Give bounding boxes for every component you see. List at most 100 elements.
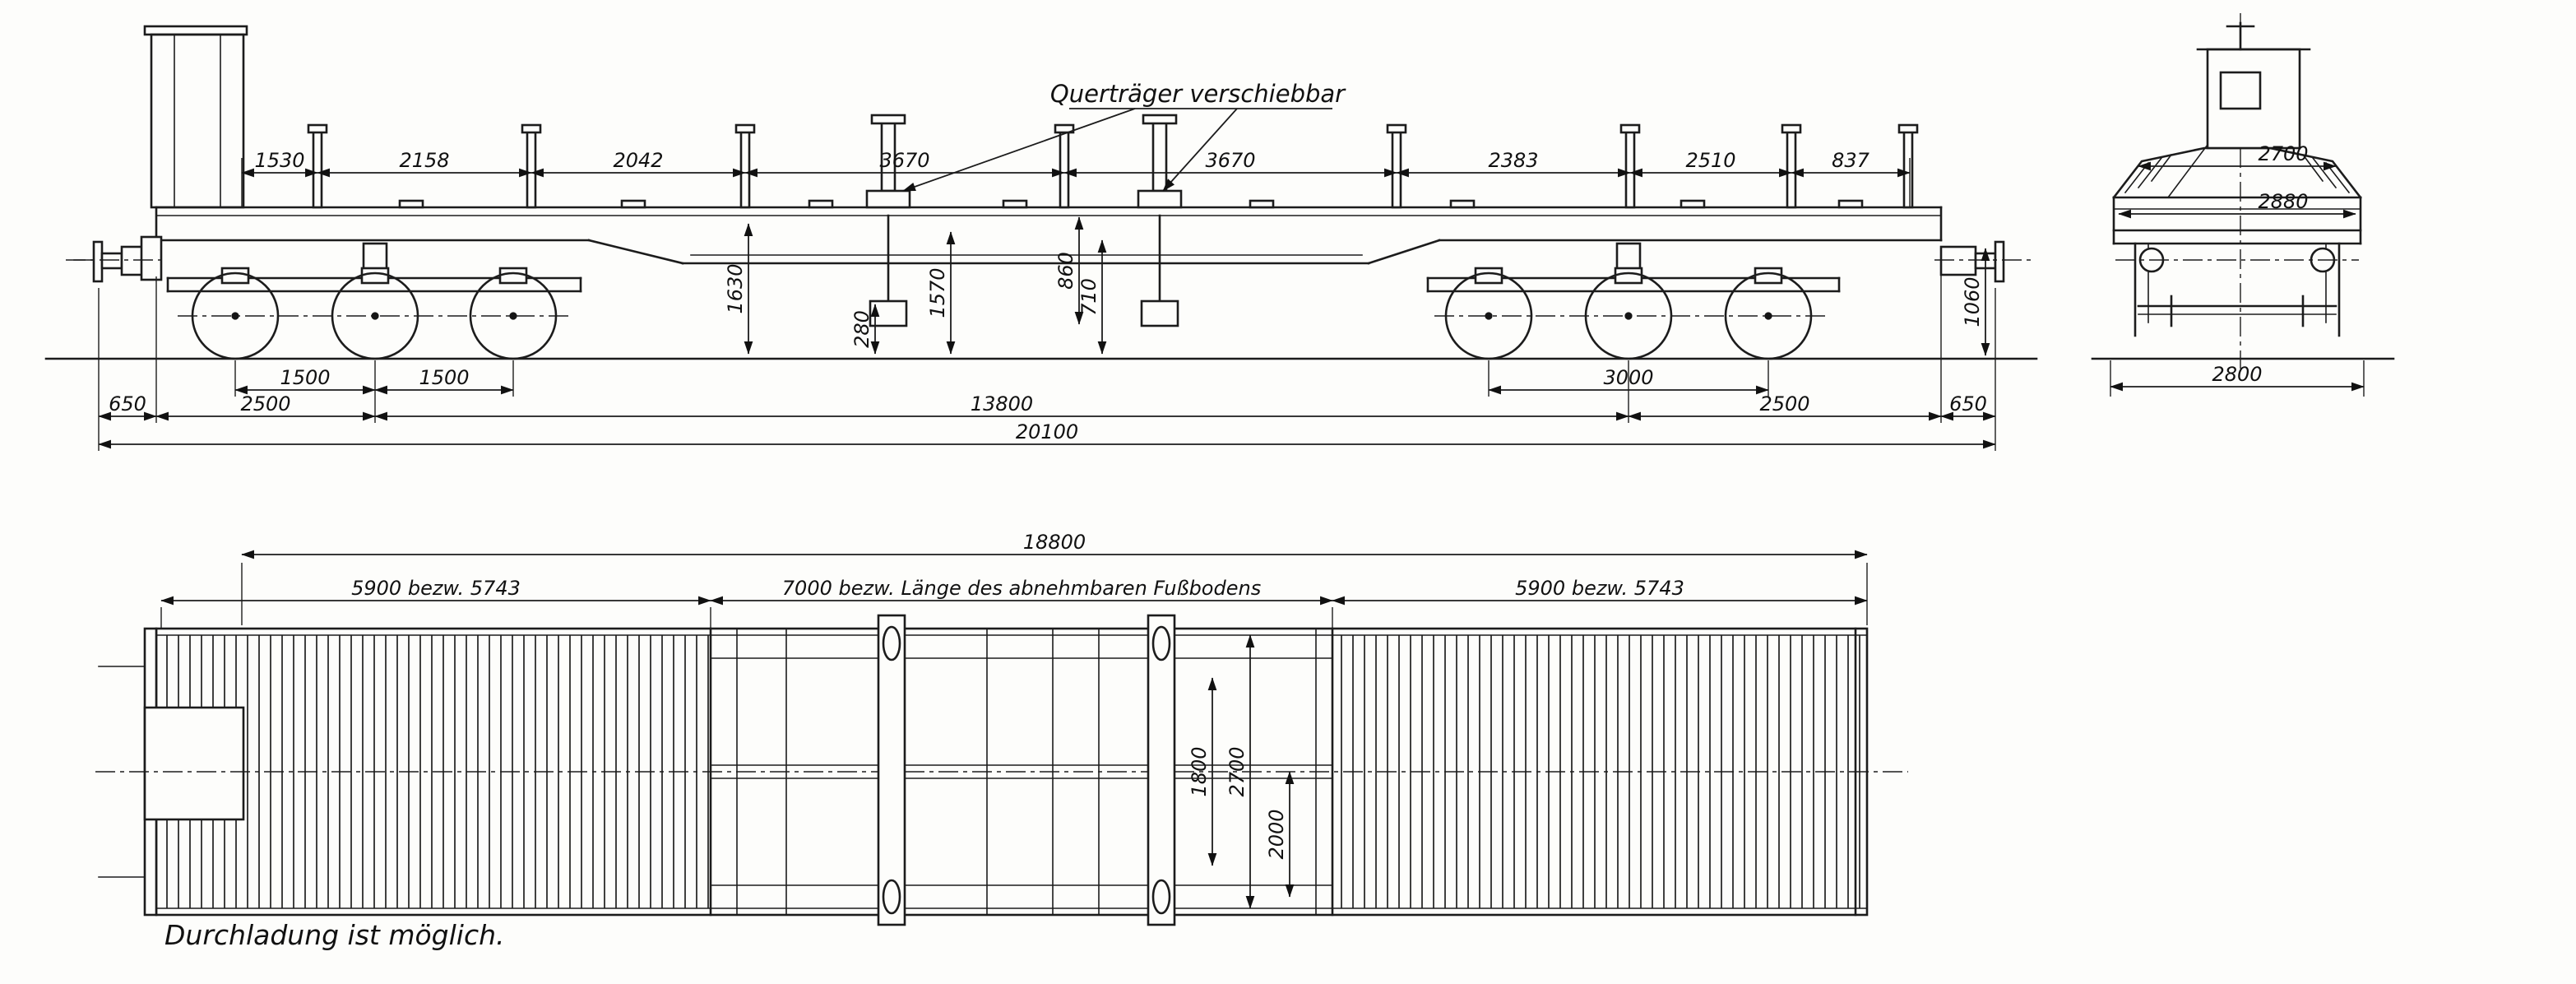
stanchion-cap [521,123,542,134]
stanchion-cap [734,123,756,134]
buffer-plate [1994,240,2005,283]
deck-cleat [620,199,646,209]
wagon-underframe [155,199,1943,265]
cab-body [2206,48,2301,150]
crossbeam-annotation: Querträger verschiebbar [902,80,1346,192]
stanchion-cap [1619,123,1641,134]
wheel [191,272,280,360]
dim-label: 1630 [724,263,747,313]
dim-label: 2500 [240,392,290,415]
plan-dimensions: 18800 5900 bezw. 5743 7000 bezw. Länge des… [160,531,1868,909]
bogie-left [166,242,582,360]
dim-label: 2000 [1265,809,1288,859]
dim-label: 2042 [613,149,663,172]
crossbeam [877,614,906,926]
stanchion [1059,130,1070,209]
dim-label: 650 [1949,392,1987,415]
movable-crossbeam-1 [865,114,911,327]
crossbeam-end [1151,879,1171,915]
dim-label: 1500 [419,366,469,389]
axlebox [498,267,528,285]
deck-cleat [1002,199,1028,209]
dim-label: 3670 [879,149,929,172]
dim-label: 2800 [2212,363,2262,386]
end-undercarriage [2115,242,2359,337]
wheel-hub [1485,312,1493,320]
end-sill [140,235,163,281]
deck-cleat [1837,199,1864,209]
axlebox [220,267,250,285]
axlebox [1614,267,1643,285]
wheel [469,272,558,360]
dim-label: 1530 [254,149,304,172]
stanchion [739,130,751,209]
wheel [331,272,419,360]
crossbeam-hook [1140,299,1179,327]
crossbeam-end [882,879,901,915]
ladder [150,33,245,209]
frame-line [587,239,684,265]
axlebox [360,267,390,285]
deck-cleat [1449,199,1476,209]
dim-label: 1800 [1188,746,1211,796]
wheel-hub [231,312,239,320]
stanchion [312,130,323,209]
dim-label: 7000 bezw. Länge des abnehmbaren Fußbode… [782,577,1261,600]
dim-label: 13800 [971,392,1033,415]
dim-label: 1570 [926,267,949,318]
brake-platform [143,25,248,209]
stanchion [1902,130,1914,209]
buffer-right [1934,240,2033,283]
stanchions [307,123,1919,209]
stanchion [1391,130,1402,209]
stanchion [1624,130,1636,209]
buffer-left [66,235,164,283]
buffer-housing [1939,245,1977,276]
crossbeam [1147,614,1176,926]
cab-ladder [2166,143,2209,199]
crossbeam-seat [865,189,911,209]
platform-footprint [143,706,245,821]
bogie-right [1426,242,1841,360]
crossbeam-end [1151,625,1171,661]
dim-label: 280 [850,310,873,348]
deck-cleat [1679,199,1706,209]
wheel [1444,272,1533,360]
stanchion-cap [307,123,328,134]
crossbeam-seat [1137,189,1183,209]
crossbeam-cap [870,114,906,125]
dim-label: 1500 [280,366,330,389]
axlebox [1474,267,1503,285]
dim-label: 5900 bezw. 5743 [1515,577,1684,600]
dim-label: 1060 [1961,276,1984,327]
stanchion [1786,130,1797,209]
leader-arrow [902,108,1136,192]
deck-cleat [398,199,424,209]
stanchion-cap [1897,123,1919,134]
frame-line [1367,239,1441,265]
plan-crossbeam-1 [877,614,906,926]
dim-label: 2880 [2258,190,2308,213]
wheel-hub [1624,312,1633,320]
end-body [2112,146,2362,245]
dim-label: 710 [1077,278,1100,316]
dim-label: 18800 [1023,531,1086,554]
dim-label: 2700 [1225,746,1249,796]
through-loading-note: Durchladung ist möglich. [164,919,505,951]
crossbeam-post [1151,120,1168,193]
wheel-hub [371,312,379,320]
dim-label: 860 [1054,252,1077,290]
dim-label: 2510 [1685,149,1735,172]
crossbeam-cap [1142,114,1178,125]
wheel [1584,272,1673,360]
dim-label: 20100 [1016,420,1078,443]
dim-label: 650 [109,392,146,415]
dim-label: 2383 [1488,149,1538,172]
movable-crossbeam-2 [1137,114,1183,327]
stanchion-cap [1386,123,1407,134]
